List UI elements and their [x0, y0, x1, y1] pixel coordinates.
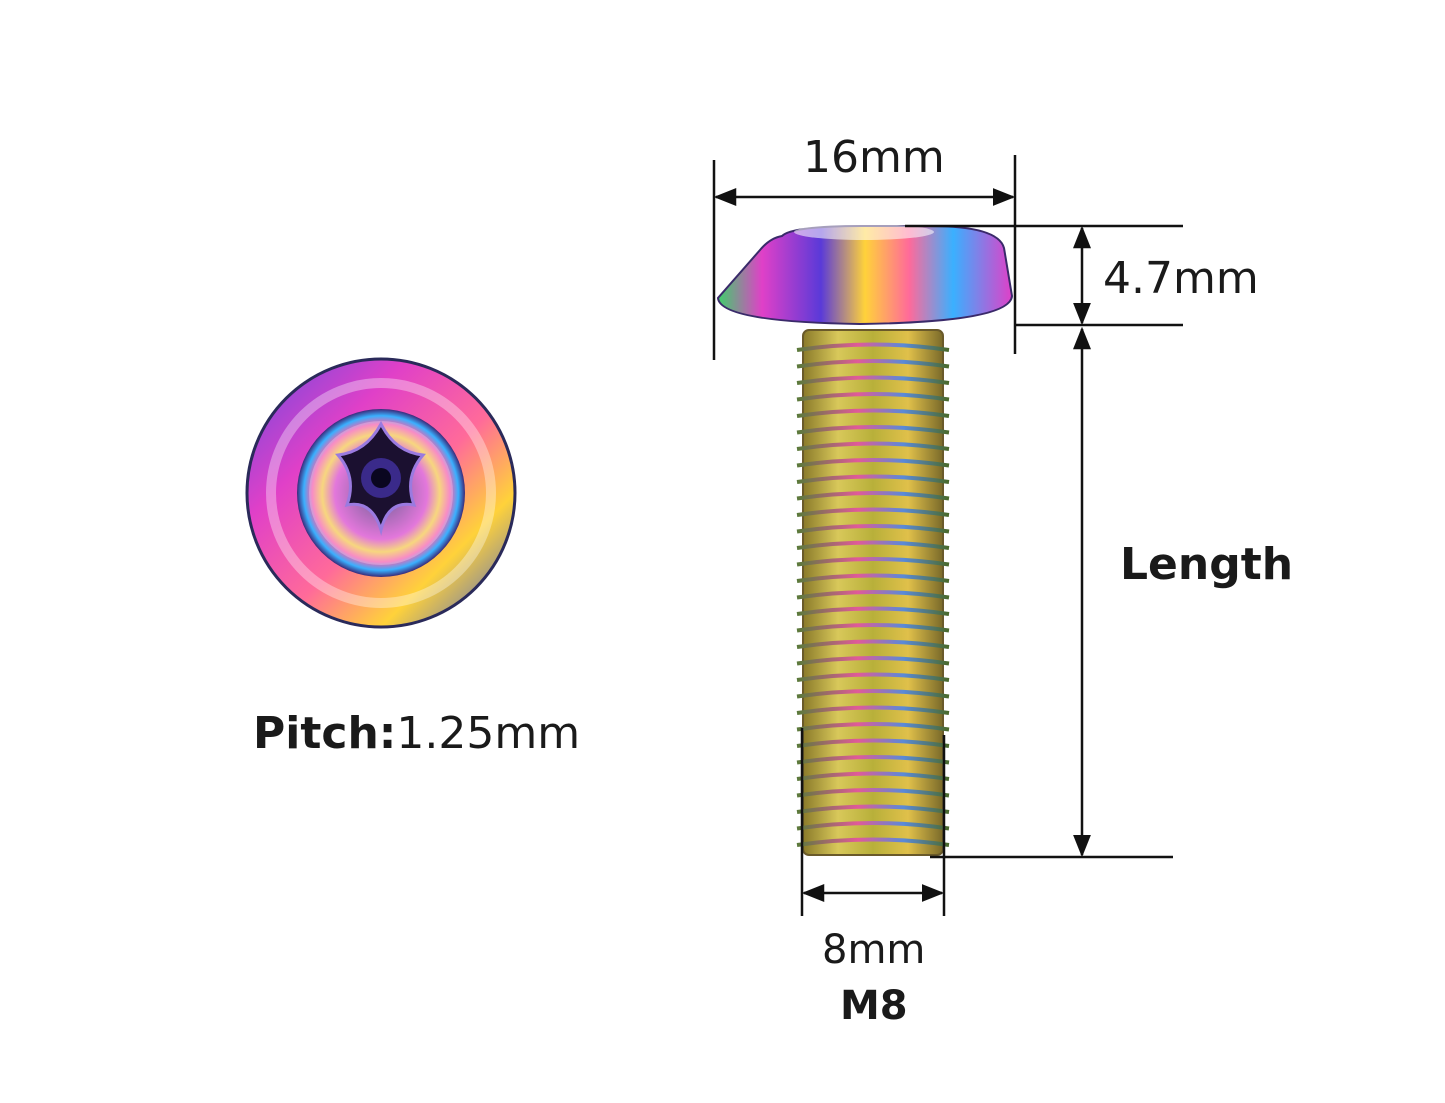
bolt-side-view: [716, 224, 1014, 856]
bolt-head-top-view: [245, 357, 517, 629]
thread-ridge: [796, 573, 950, 583]
thread-ridge: [796, 359, 950, 369]
dimension-lines: [712, 155, 1183, 916]
thread-ridge: [796, 408, 950, 418]
thread-ridge: [796, 441, 950, 451]
thread-size-label: M8: [840, 983, 908, 1029]
thread-ridge: [796, 722, 950, 732]
thread-ridge: [796, 771, 950, 781]
thread-ridge: [796, 507, 950, 517]
thread-ridge: [796, 656, 950, 666]
pitch-value: 1.25mm: [396, 708, 581, 759]
thread-ridge: [796, 804, 950, 814]
thread-ridge: [796, 557, 950, 567]
thread-pattern: [796, 342, 950, 847]
thread-ridge: [796, 755, 950, 765]
thread-ridge: [796, 689, 950, 699]
thread-ridge: [796, 606, 950, 616]
thread-ridge: [796, 623, 950, 633]
thread-diameter-label: 8mm: [822, 927, 926, 973]
thread-ridge: [796, 491, 950, 501]
thread-ridge: [796, 639, 950, 649]
head-diameter-label: 16mm: [803, 132, 945, 183]
thread-ridge: [796, 821, 950, 831]
thread-ridge: [796, 590, 950, 600]
thread-ridge: [796, 474, 950, 484]
thread-ridge: [796, 458, 950, 468]
thread-ridge: [796, 375, 950, 385]
thread-ridge: [796, 342, 950, 352]
thread-ridge: [796, 540, 950, 550]
pitch-label: Pitch:: [253, 708, 397, 759]
thread-ridge: [796, 788, 950, 798]
thread-ridge: [796, 738, 950, 748]
thread-ridge: [796, 392, 950, 402]
thread-ridge: [796, 425, 950, 435]
head-height-label: 4.7mm: [1103, 253, 1259, 304]
pitch-spec: Pitch:1.25mm: [253, 712, 580, 756]
thread-ridge: [796, 672, 950, 682]
length-label: Length: [1120, 539, 1294, 590]
thread-ridge: [796, 837, 950, 847]
thread-ridge: [796, 705, 950, 715]
thread-ridge: [796, 524, 950, 534]
